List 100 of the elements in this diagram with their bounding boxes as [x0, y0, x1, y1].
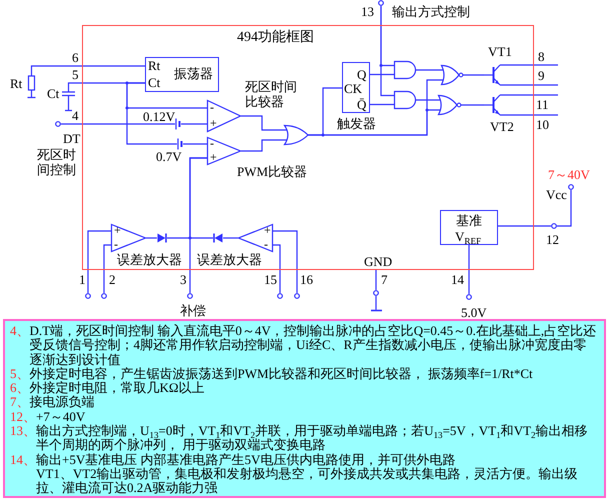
component-label: PWM比较器	[237, 164, 308, 179]
polarity-sign: +	[210, 150, 217, 165]
capacitor-symbol	[61, 87, 76, 112]
wire	[500, 84, 558, 86]
terminal-circle	[378, 0, 384, 6]
pin-number: 4	[72, 108, 78, 123]
wire	[370, 74, 394, 76]
component-label: 死区时间比较器	[245, 79, 298, 109]
and-gate-symbol	[394, 91, 416, 109]
wire	[500, 114, 558, 116]
diode-symbol	[157, 233, 167, 243]
pin-number: 1	[79, 272, 86, 287]
wire	[183, 143, 207, 145]
terminal-label: 补偿	[180, 303, 206, 318]
terminal-circle	[187, 293, 193, 299]
wire	[61, 123, 175, 125]
note-text: 外接定时电阻，常取几KΩ以上	[30, 381, 206, 396]
note-text: 外接定时电容，产生锯齿波振荡送到PWM比较器和死区时间比较器， 振荡频率f=1/Rt*Ct	[30, 366, 534, 381]
wire	[181, 123, 207, 125]
component-label: VT1	[488, 44, 512, 59]
terminal-label: DT	[63, 131, 80, 146]
terminal-label: Vcc	[546, 187, 567, 202]
terminal-label: 输出方式控制	[392, 4, 470, 19]
pin-number: 15	[264, 272, 277, 287]
wire	[273, 230, 298, 293]
wire	[375, 270, 377, 290]
pin-label: Q	[357, 67, 366, 82]
pin-label: CK	[344, 81, 362, 96]
pin-label: Rt	[148, 58, 160, 73]
wire	[500, 64, 558, 66]
pin-number: 10	[536, 117, 549, 132]
note-text: D.T端，死区时间控制 输入直流电平0～4V，控制输出脉冲的占空比Q=0.45～0.在此基础上,占空比还受反馈信号控制；4脚还常用作软启动控制端，Ui经C、R产生指数减小电压，使输出脉冲宽度由零逐渐达到设计值	[30, 324, 598, 367]
pin-number: 8	[538, 49, 544, 64]
terminal-circle	[466, 294, 472, 300]
component-label: VT2	[490, 119, 514, 134]
note-number: 4、	[10, 324, 30, 338]
voltage-source-symbol	[177, 138, 183, 150]
reference-box	[440, 210, 498, 245]
wire	[375, 296, 377, 310]
block-label: 基准	[456, 213, 482, 228]
resistor-symbol	[27, 72, 36, 99]
note-number: 13、	[10, 424, 36, 438]
wire	[468, 245, 470, 294]
note-number: 14、	[10, 452, 36, 467]
voltage-label: 7～40V	[548, 167, 590, 182]
wire	[370, 104, 394, 106]
note-text: 接电源负端	[30, 395, 96, 410]
pin-number: 13	[361, 4, 374, 19]
pin-number: 9	[538, 68, 544, 83]
terminal-circle	[373, 290, 379, 296]
pin-number: 12	[546, 232, 559, 247]
nor-gate-symbol	[441, 65, 463, 85]
pin-number: 14	[451, 272, 464, 287]
wire	[241, 139, 284, 152]
pin-label: Ct	[148, 75, 160, 90]
and-gate-symbol	[394, 61, 416, 79]
polarity-sign: -	[210, 136, 214, 151]
voltage-source-symbol	[175, 118, 181, 130]
note-number: 12、	[10, 410, 36, 424]
polarity-sign: -	[264, 237, 268, 252]
component-label: Rt	[10, 76, 22, 91]
wire	[241, 115, 284, 131]
note-number: 5、	[10, 366, 30, 382]
pin-number: 11	[536, 97, 549, 112]
pin-number: 5	[72, 67, 78, 82]
terminal-circle	[568, 184, 574, 190]
or-gate-symbol	[284, 125, 308, 145]
frame-heading: 494功能框图	[237, 30, 314, 45]
voltage-label: 5.0V	[461, 305, 487, 320]
block-label: 触发器	[337, 116, 376, 131]
signal-label: GND	[364, 254, 392, 269]
chip-outline	[82, 25, 534, 270]
wire	[498, 225, 551, 227]
wire	[273, 244, 281, 293]
terminal-circle	[55, 121, 61, 127]
terminal-circle	[85, 293, 91, 299]
nor-gate-symbol	[438, 95, 461, 115]
pin-number: 16	[300, 272, 313, 287]
oscillator-box	[145, 57, 219, 92]
note-number: 7、	[10, 395, 30, 410]
wire	[308, 109, 438, 136]
wire	[146, 237, 157, 239]
wire	[416, 69, 441, 71]
polarity-sign: +	[264, 223, 271, 238]
wire	[103, 244, 111, 293]
note-text: VT1、VT2输出驱动管，集电极和发射极均悬空，可外接成共发或共集电路，灵活方便。输出级拉、灌电流可达0.2A驱动能力强	[36, 466, 579, 496]
note-number: 6、	[10, 381, 30, 396]
block-label: V$_{REF}$	[455, 229, 482, 244]
note-text: 输出+5V基准电压 内部基准电路产生5V电压供内电路使用，并可供外电路	[36, 452, 456, 467]
polarity-sign: +	[210, 116, 217, 131]
component-label: 误差放大器	[117, 252, 182, 267]
wire	[500, 94, 558, 96]
wire	[380, 5, 395, 96]
polarity-sign: -	[210, 100, 214, 115]
pin-number: 2	[109, 272, 116, 287]
diode-symbol	[213, 233, 223, 243]
wire	[557, 190, 572, 227]
wire	[126, 82, 178, 145]
wire	[223, 237, 238, 239]
transistor-symbol	[484, 64, 500, 86]
